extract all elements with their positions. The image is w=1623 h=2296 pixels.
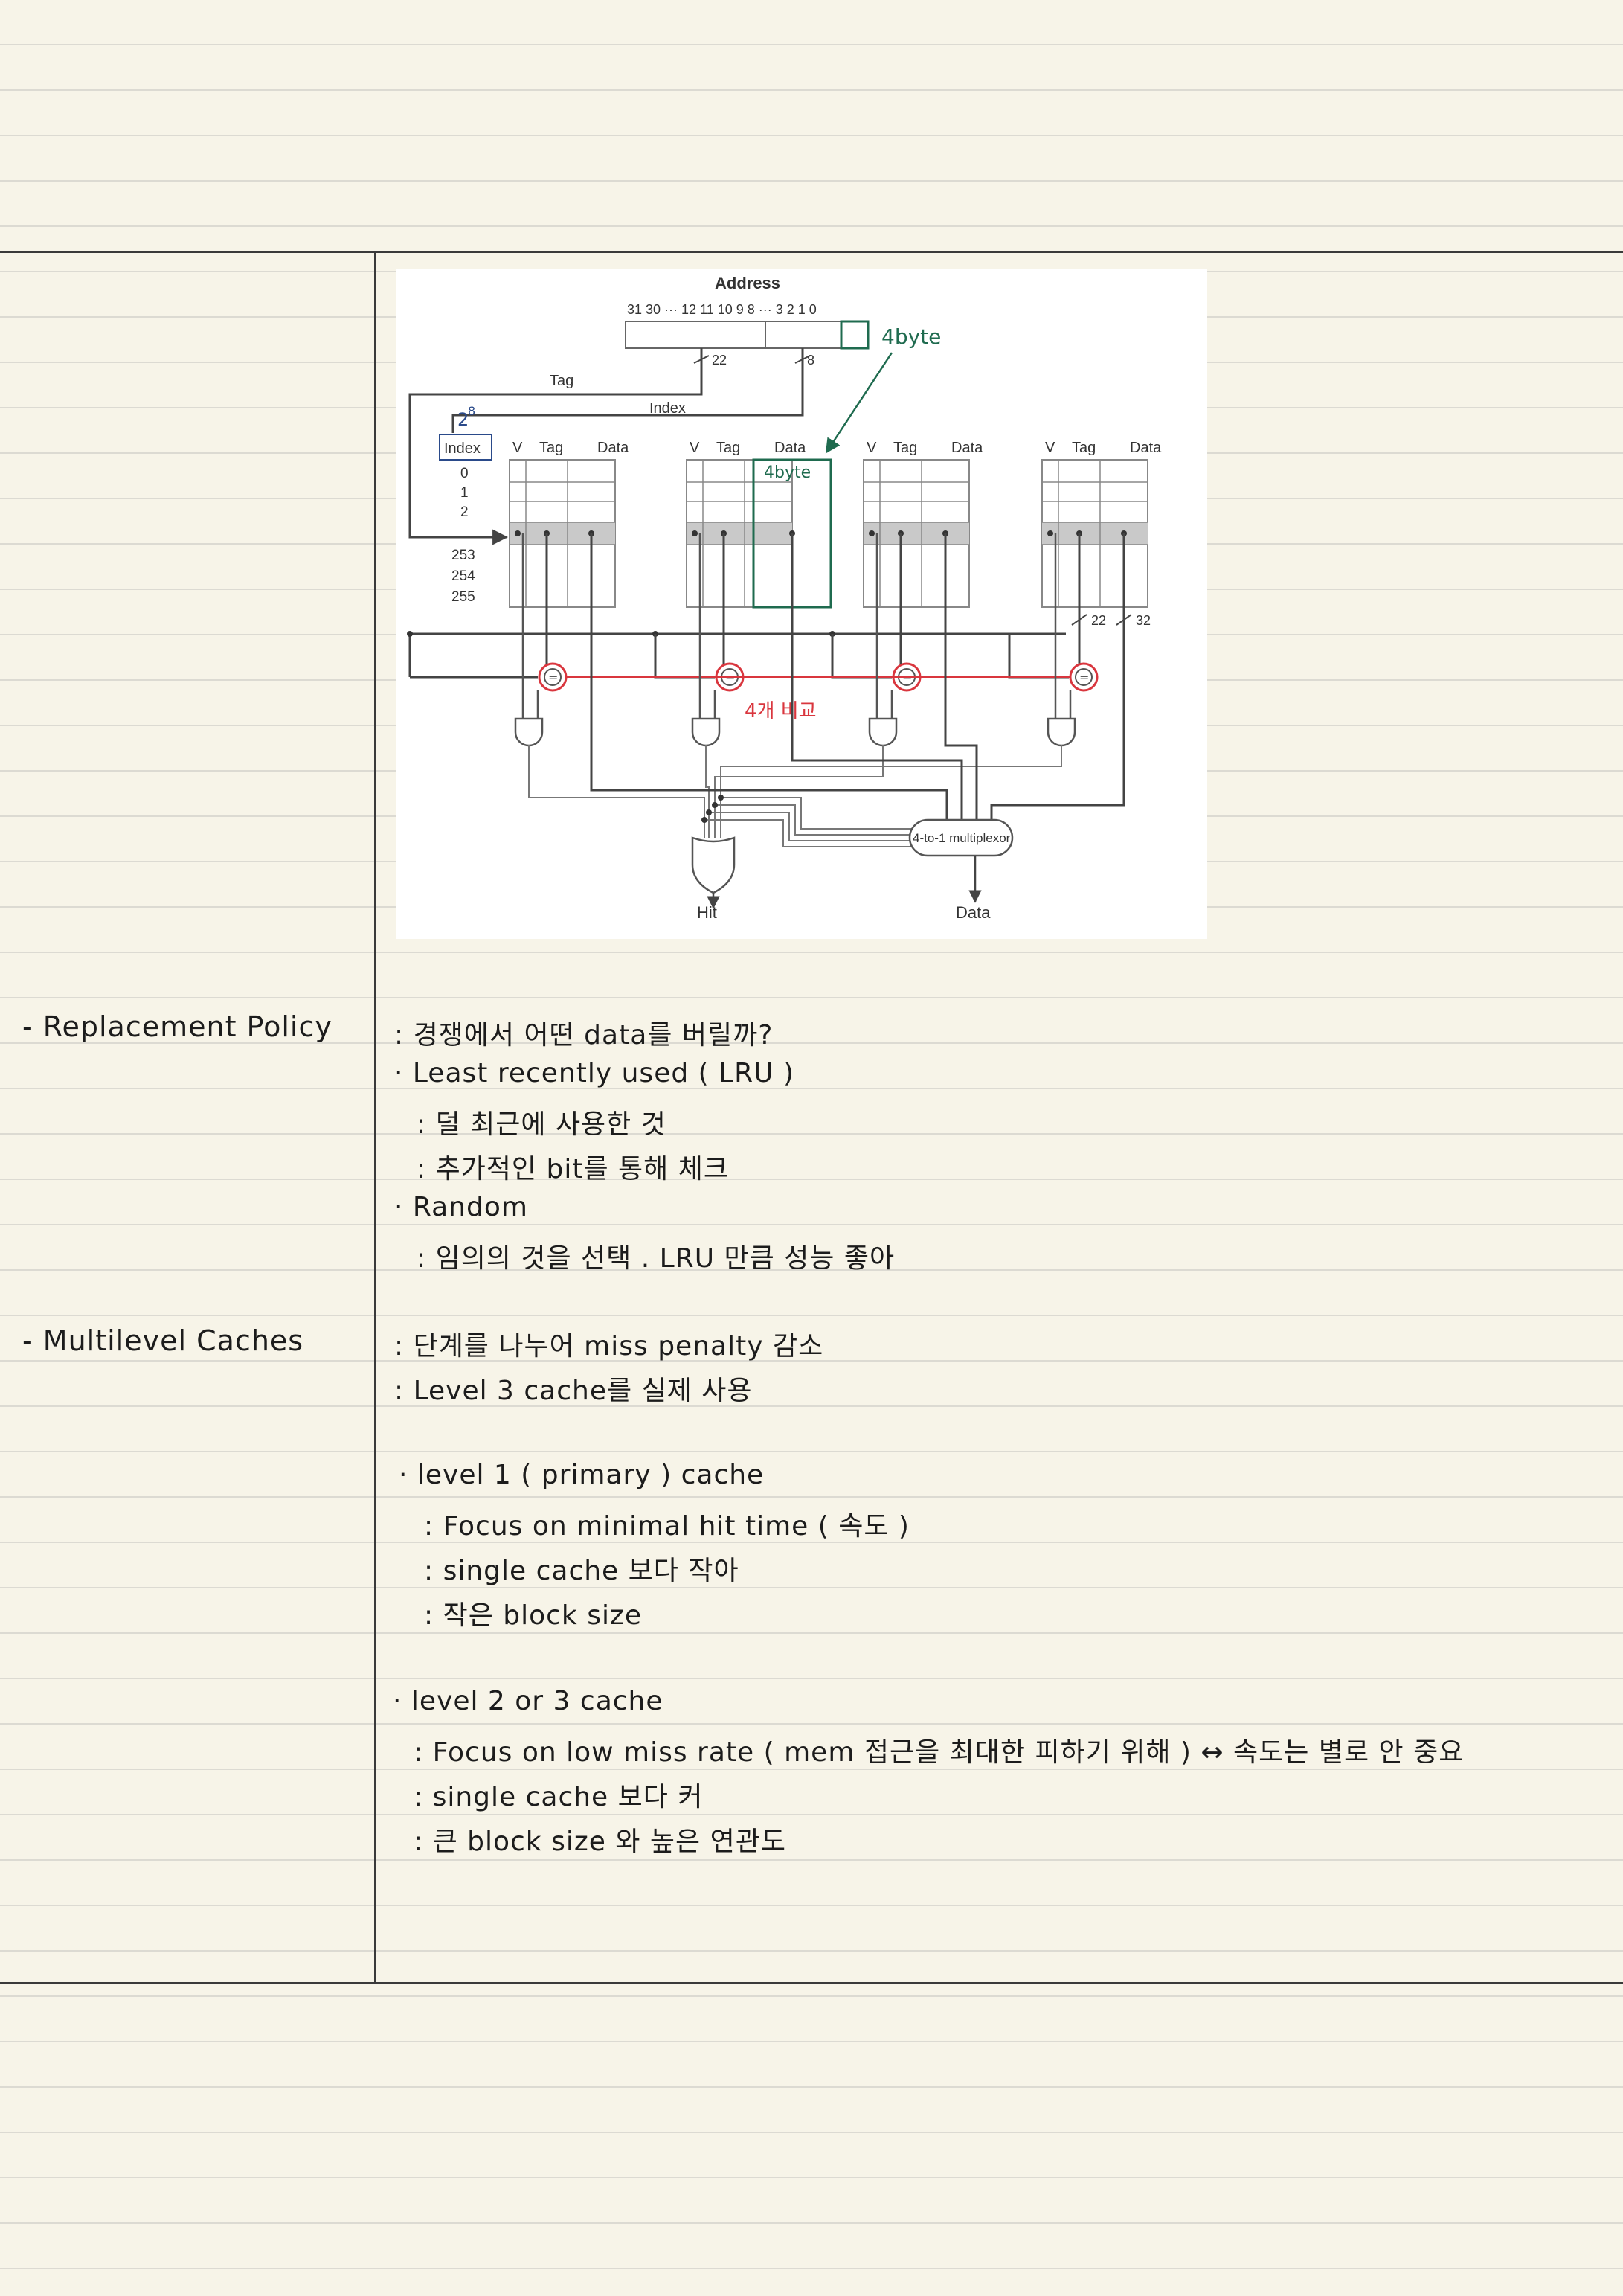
note-lru-least-recent: : 덜 최근에 사용한 것 [417, 1109, 666, 1140]
way-4-col-v: V [1045, 440, 1055, 456]
index-row-254: 254 [451, 568, 475, 584]
index-row-1: 1 [460, 485, 469, 501]
note-level1-hit-time: : Focus on minimal hit time ( 속도 ) [424, 1511, 910, 1542]
way-data-width: 32 [1136, 613, 1151, 628]
note-random-detail: : 임의의 것을 선택 . LRU 만큼 성능 좋아 [417, 1243, 896, 1274]
note-lru-extra-bit: : 추가적인 bit를 통해 체크 [417, 1154, 729, 1184]
and-gate-1 [514, 717, 544, 747]
index-wire-label: Index [649, 400, 686, 417]
way-3-col-data: Data [951, 440, 983, 456]
note-level3-used: : Level 3 cache를 실제 사용 [394, 1376, 753, 1406]
section-title-replacement-policy: - Replacement Policy [22, 1010, 332, 1043]
svg-text:=: = [1079, 670, 1089, 684]
bottom-rule [0, 1982, 1623, 1984]
annotation-power-exponent: 8 [468, 404, 475, 418]
hit-output-label: Hit [697, 903, 717, 922]
way-1-col-tag: Tag [539, 440, 563, 456]
comparator-4: = [1069, 662, 1099, 692]
way-2-col-v: V [690, 440, 700, 456]
way-1-col-v: V [512, 440, 523, 456]
address-register [625, 321, 849, 349]
way-tag-width: 22 [1091, 613, 1106, 628]
note-lru: · Least recently used ( LRU ) [394, 1058, 795, 1088]
annotation-4byte: 4byte [881, 324, 941, 349]
address-bit-labels: 31 30 ··· 12 11 10 9 8 ··· 3 2 1 0 [627, 302, 817, 317]
index-row-253: 253 [451, 548, 475, 563]
way-2-col-tag: Tag [716, 440, 740, 456]
index-row-0: 0 [460, 466, 469, 481]
margin-rule [374, 253, 376, 1984]
way-2-col-data: Data [774, 440, 806, 456]
note-level1-smaller: : single cache 보다 작아 [424, 1556, 739, 1586]
byte-offset-box [840, 320, 870, 350]
data-output-label: Data [956, 903, 991, 922]
way-3-col-v: V [867, 440, 877, 456]
top-rule [0, 251, 1623, 253]
note-reduce-miss-penalty: : 단계를 나누어 miss penalty 감소 [394, 1331, 824, 1362]
or-gate [691, 836, 736, 894]
index-row-2: 2 [460, 504, 469, 520]
section-title-multilevel-caches: - Multilevel Caches [22, 1324, 304, 1357]
and-gate-3 [868, 717, 898, 747]
annotation-4byte-small: 4byte [764, 464, 811, 482]
address-label: Address [715, 274, 780, 292]
way-4-col-data: Data [1130, 440, 1162, 456]
cache-way-4: V Tag Data [1041, 440, 1162, 608]
note-level2-3-bigger: : single cache 보다 커 [414, 1782, 704, 1812]
note-level2-3-cache: · level 2 or 3 cache [393, 1686, 663, 1716]
index-column-header: Index [444, 440, 481, 457]
annotation-4byte-arrow [825, 352, 893, 454]
cache-way-2: V Tag Data 4byte [686, 440, 832, 609]
note-random: · Random [394, 1192, 528, 1222]
note-level1-block-size: : 작은 block size [424, 1600, 643, 1631]
note-level2-3-block-assoc: : 큰 block size 와 높은 연관도 [414, 1827, 786, 1857]
way-4-col-tag: Tag [1072, 440, 1096, 456]
tag-width: 22 [712, 353, 727, 368]
index-width: 8 [807, 353, 814, 368]
way-1-col-data: Data [597, 440, 629, 456]
note-compete-discard: : 경쟁에서 어떤 data를 버릴까? [394, 1020, 774, 1051]
multiplexor-label: 4-to-1 multiplexor [913, 831, 1011, 845]
index-column-box [439, 434, 492, 461]
cache-way-3: V Tag Data [863, 440, 983, 608]
comparator-1: = [538, 662, 568, 692]
and-gate-2 [691, 717, 721, 747]
svg-text:=: = [548, 670, 558, 684]
4-to-1-multiplexor: 4-to-1 multiplexor [908, 818, 1014, 857]
and-gate-4 [1047, 717, 1076, 747]
note-level2-3-miss-rate: : Focus on low miss rate ( mem 접근을 최대한 피… [414, 1737, 1465, 1768]
annotation-compare-4: 4개 비교 [745, 700, 817, 722]
way-3-col-tag: Tag [893, 440, 917, 456]
note-level1-cache: · level 1 ( primary ) cache [399, 1460, 765, 1490]
tag-wire-label: Tag [550, 373, 573, 389]
set-associative-cache-diagram: Address 31 30 ··· 12 11 10 9 8 ··· 3 2 1… [396, 269, 1207, 939]
cache-way-1: V Tag Data [509, 440, 629, 608]
annotation-power-base: 2 [457, 409, 469, 430]
index-row-255: 255 [451, 589, 475, 605]
